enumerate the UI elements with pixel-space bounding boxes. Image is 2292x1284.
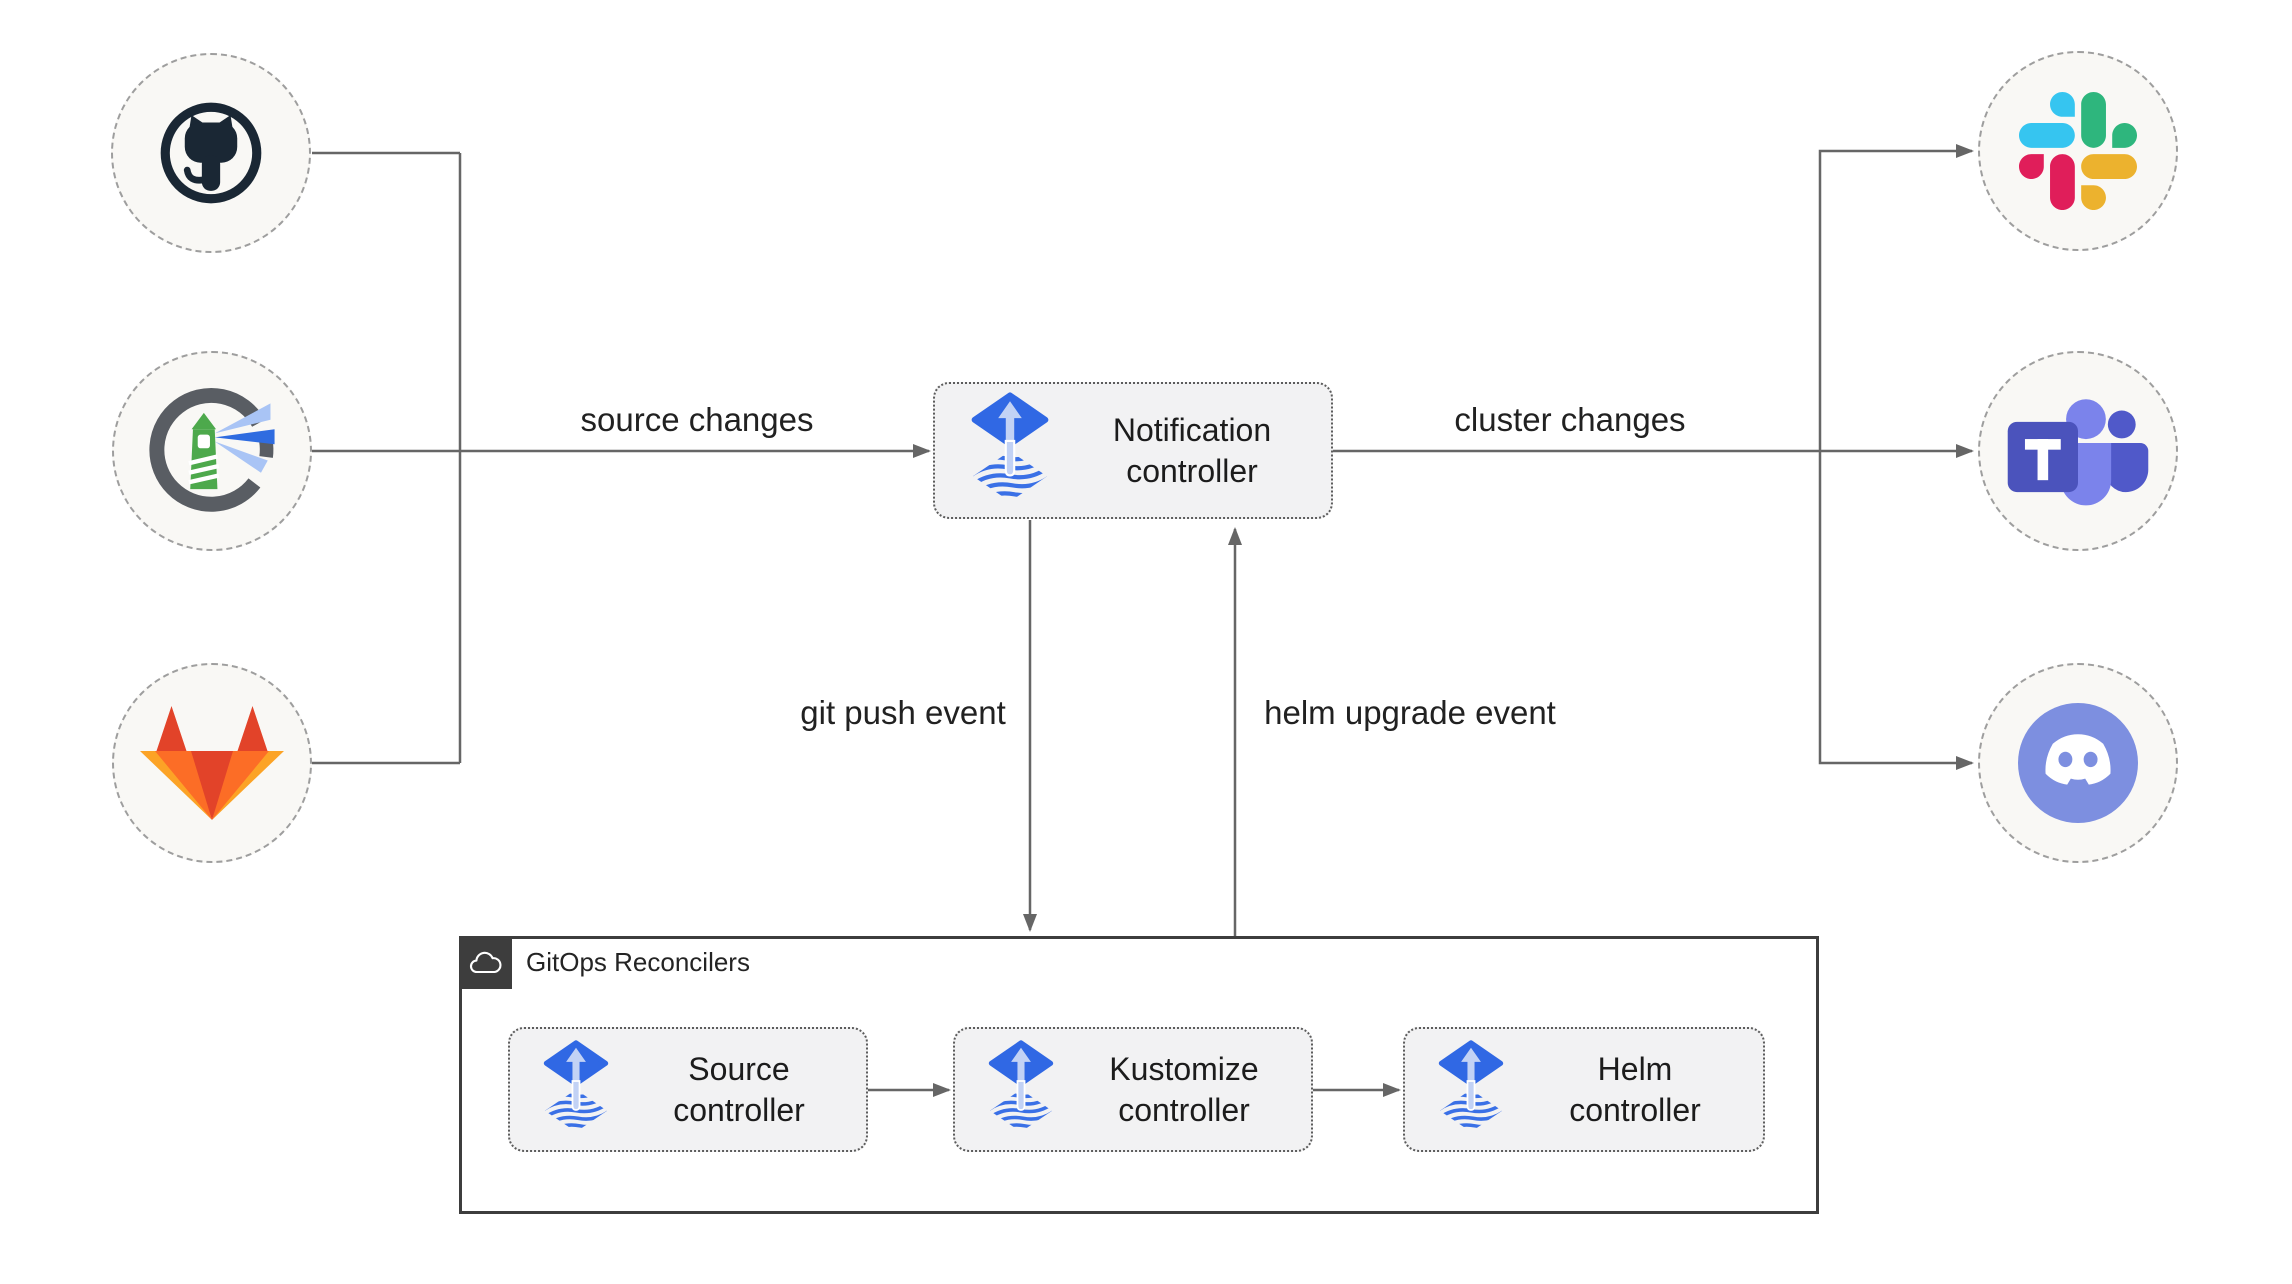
node-slack (1978, 51, 2178, 251)
flux-icon (1438, 1040, 1504, 1132)
group-title: GitOps Reconcilers (526, 947, 750, 977)
edge-label-source-changes: source changes (580, 401, 814, 438)
kustomize-label-line1: Kustomize (1109, 1050, 1259, 1087)
helm-label-line2: controller (1569, 1091, 1701, 1128)
edge-label-helm-upgrade-event: helm upgrade event (1264, 694, 1556, 731)
helm-controller-box: Helm controller (1403, 1027, 1765, 1152)
helm-controller-label: Helm controller (1507, 1049, 1763, 1131)
flux-icon (543, 1040, 609, 1132)
notification-label-line2: controller (1126, 452, 1258, 489)
helm-label-line1: Helm (1597, 1050, 1673, 1087)
notification-controller-box: Notification controller (933, 382, 1333, 519)
node-github (111, 53, 311, 253)
cloud-icon (469, 951, 501, 973)
flux-icon (988, 1040, 1054, 1132)
slack-icon (2019, 92, 2137, 210)
discord-icon (2018, 703, 2138, 823)
teams-icon (2007, 399, 2149, 506)
source-label-line1: Source (688, 1050, 790, 1087)
node-gitlab (112, 663, 312, 863)
edge-to-discord (1818, 451, 1974, 770)
kustomize-controller-label: Kustomize controller (1057, 1049, 1311, 1131)
notification-label-line1: Notification (1112, 411, 1272, 448)
gitops-reconcilers-group: GitOps Reconcilers (459, 936, 1819, 1214)
harbor-icon (149, 388, 275, 512)
group-header-square (459, 936, 512, 989)
source-controller-box: Source controller (508, 1027, 868, 1152)
kustomize-controller-box: Kustomize controller (953, 1027, 1313, 1152)
source-controller-label: Source controller (612, 1049, 866, 1131)
kustomize-label-line2: controller (1118, 1091, 1250, 1128)
gitlab-icon (140, 706, 284, 820)
left-bus-line (312, 151, 462, 765)
source-label-line2: controller (673, 1091, 805, 1128)
flux-icon (971, 391, 1049, 502)
node-harbor (112, 351, 312, 551)
notification-controller-label: Notification controller (1053, 410, 1331, 492)
edge-to-slack (1818, 144, 1974, 451)
edge-label-git-push-event: git push event (800, 694, 1006, 731)
node-teams (1978, 351, 2178, 551)
node-discord (1978, 663, 2178, 863)
github-icon (160, 102, 262, 204)
edge-label-cluster-changes: cluster changes (1454, 401, 1686, 438)
